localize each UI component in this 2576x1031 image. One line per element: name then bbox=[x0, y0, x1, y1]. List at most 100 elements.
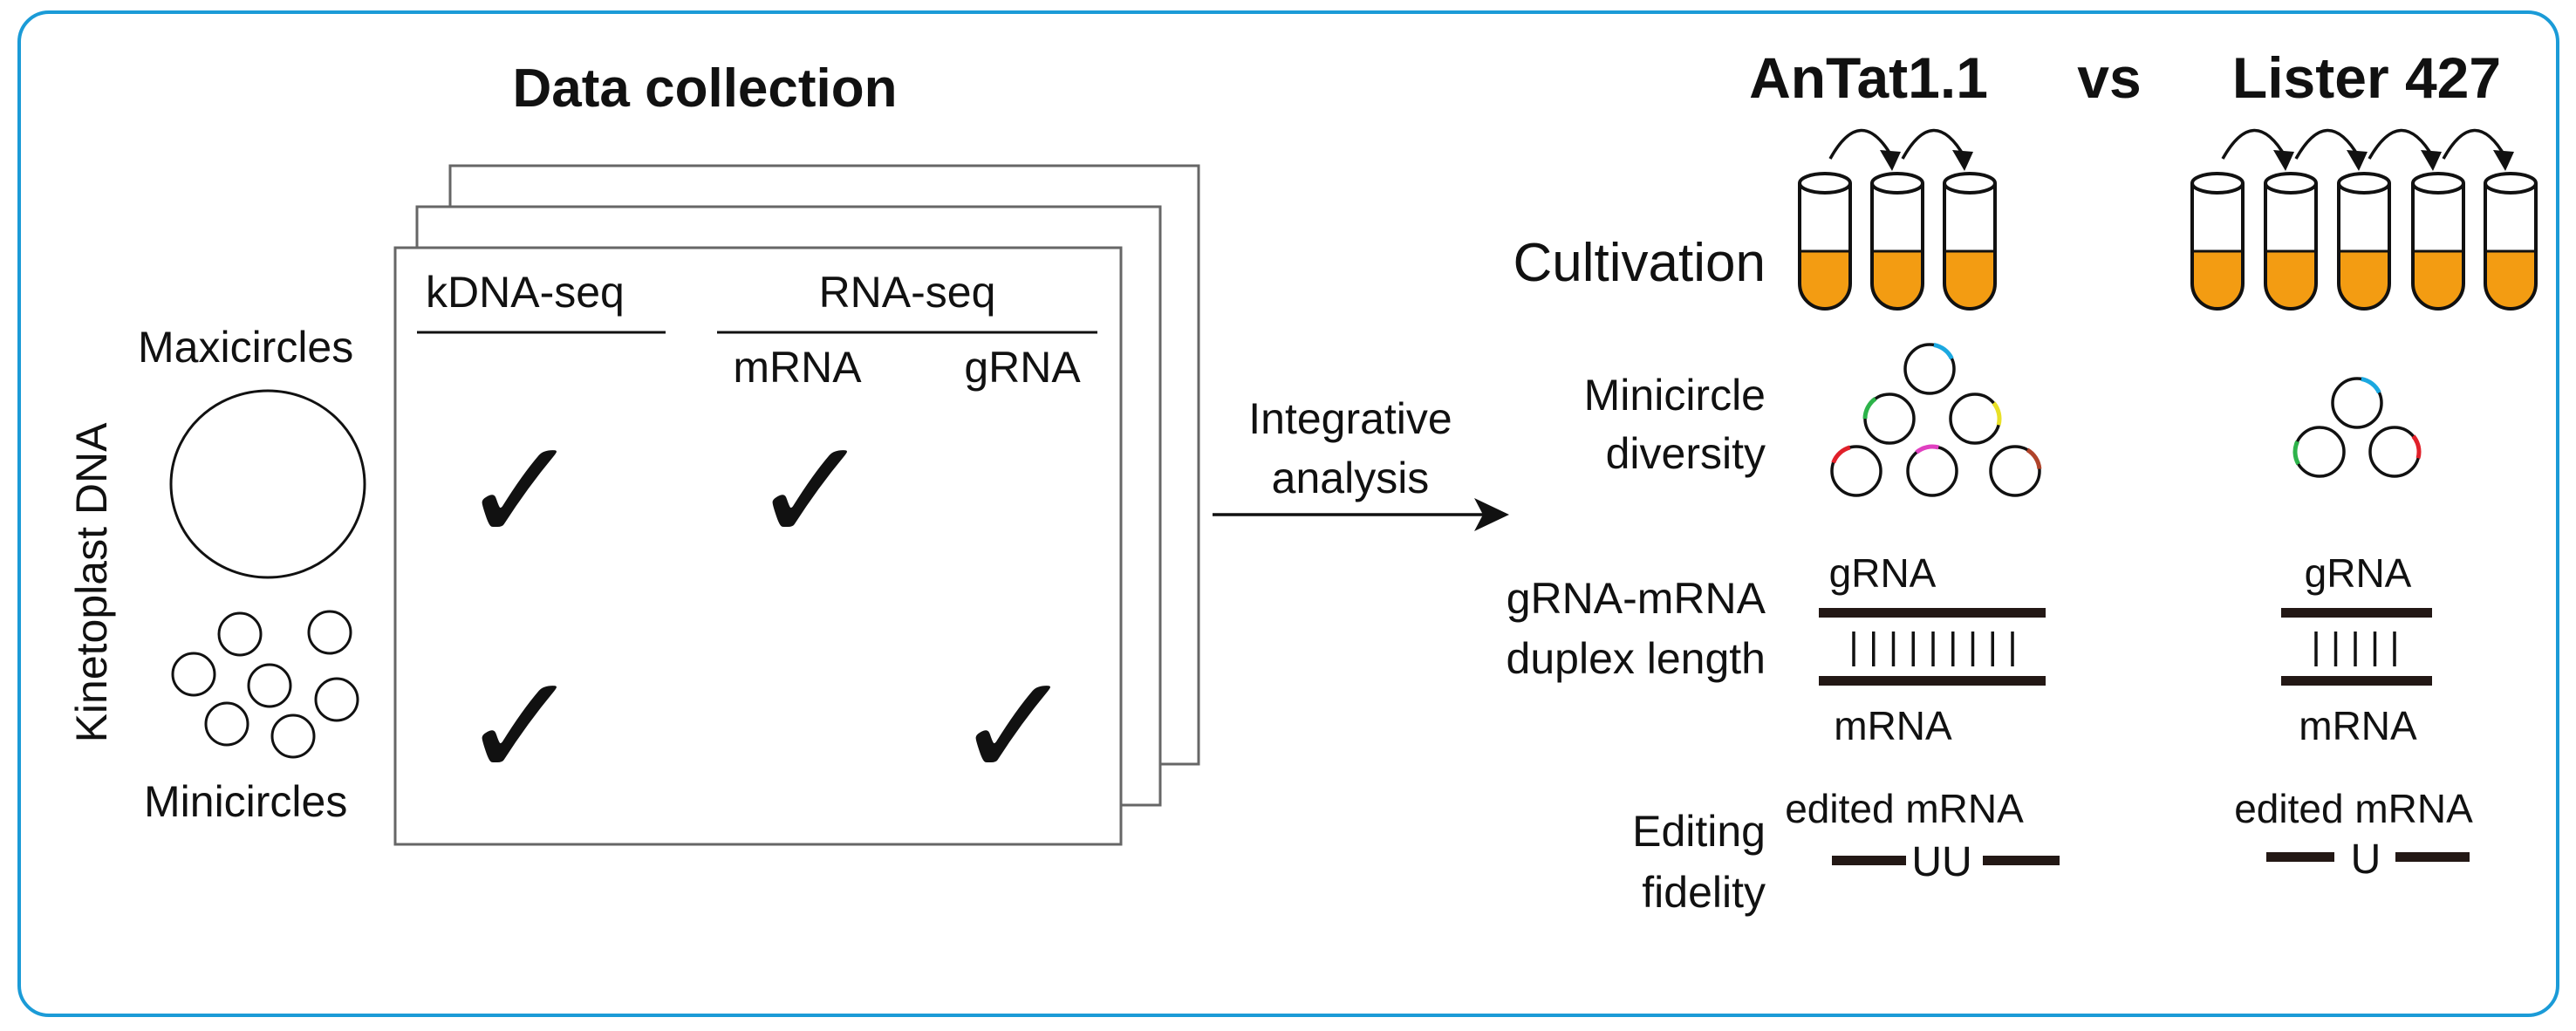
antat-tube-culture bbox=[1800, 251, 1850, 309]
minicircle bbox=[307, 610, 352, 655]
lister-minicircle-marker bbox=[2361, 376, 2381, 394]
antat-tube-wall bbox=[1798, 183, 1852, 311]
kdna-seq-header: kDNA-seq bbox=[426, 268, 625, 317]
antat-minicircle-marker bbox=[1915, 444, 1939, 454]
lister-minicircle bbox=[2292, 426, 2346, 478]
lister-tube-culture bbox=[2413, 251, 2463, 309]
antat-tube-culture bbox=[1944, 251, 1995, 309]
antat-duplex-mrna-label: mRNA bbox=[1834, 703, 1952, 748]
lister-edited-insert: U bbox=[2351, 836, 2381, 883]
lister-tube-wall bbox=[2190, 183, 2245, 311]
sheet-front bbox=[393, 246, 1123, 846]
antat-minicircle-set bbox=[1830, 342, 2042, 497]
antat-minicircle-ring bbox=[1906, 445, 1958, 497]
minicircles-cluster bbox=[171, 610, 359, 759]
strain-antat-title: AnTat1.1 bbox=[1749, 45, 1988, 110]
lister-tube bbox=[2484, 172, 2538, 311]
lister-tube bbox=[2337, 172, 2391, 311]
cultivation-label: Cultivation bbox=[1513, 233, 1766, 293]
antat-tube-wall bbox=[1943, 183, 1997, 311]
lister-duplex-grna-label: gRNA bbox=[2305, 550, 2412, 596]
strain-lister-title: Lister 427 bbox=[2232, 45, 2501, 110]
antat-edited-insert: UU bbox=[1911, 839, 1971, 885]
antat-minicircle-ring bbox=[1903, 343, 1956, 395]
antat-minicircle bbox=[1949, 393, 2002, 445]
antat-duplex-grna-label: gRNA bbox=[1829, 550, 1937, 596]
lister-minicircle bbox=[2368, 426, 2422, 478]
lister-tube-rim bbox=[2264, 172, 2318, 195]
antat-duplex-mrna-strand bbox=[1819, 676, 2046, 686]
lister-minicircle-marker bbox=[2292, 440, 2300, 466]
antat-base-pairs bbox=[1852, 632, 2014, 666]
antat-tube-rim bbox=[1870, 172, 1924, 195]
lister-minicircle-set bbox=[2292, 376, 2422, 478]
antat-edited-strand-left bbox=[1832, 856, 1906, 865]
editing-fidelity-label-2: fidelity bbox=[1642, 868, 1766, 917]
antat-minicircle-marker bbox=[1992, 401, 2002, 426]
antat-minicircle-marker bbox=[1862, 397, 1877, 420]
antat-minicircle-marker bbox=[2026, 447, 2042, 469]
rna-seq-header: RNA-seq bbox=[819, 268, 996, 317]
lister-tube-rim bbox=[2337, 172, 2391, 195]
antat-passage-arrow bbox=[1828, 128, 1894, 160]
grna-header: gRNA bbox=[964, 343, 1081, 392]
lister-tube-wall bbox=[2484, 183, 2538, 311]
outer-border bbox=[17, 10, 2559, 1017]
integrative-arrow-head bbox=[1474, 498, 1509, 531]
lister-minicircle-ring bbox=[2368, 426, 2421, 478]
lister-tube-culture bbox=[2265, 251, 2316, 309]
lister-minicircle bbox=[2331, 376, 2383, 429]
check-grna-minicircles: ✓ bbox=[954, 646, 1075, 807]
minicircle-diversity-label-1: Minicircle bbox=[1584, 371, 1766, 420]
lister-tube-rim bbox=[2411, 172, 2465, 195]
antat-minicircle-ring bbox=[1949, 393, 2001, 445]
integrative-label: Integrative bbox=[1248, 394, 1452, 443]
antat-tube-culture bbox=[1872, 251, 1923, 309]
antat-passage-arrowhead bbox=[1880, 150, 1901, 171]
lister-passage-arrow bbox=[2294, 128, 2361, 160]
lister-culture-tubes bbox=[2190, 128, 2538, 311]
analysis-label: analysis bbox=[1272, 454, 1430, 502]
lister-tube-wall bbox=[2411, 183, 2465, 311]
mrna-header: mRNA bbox=[733, 343, 862, 392]
minicircle bbox=[314, 677, 359, 722]
antat-passage-arrow bbox=[1901, 128, 1966, 160]
lister-minicircle-ring bbox=[2331, 377, 2383, 429]
lister-duplex-mrna-strand bbox=[2281, 676, 2432, 686]
maxicircles-label: Maxicircles bbox=[138, 323, 353, 372]
lister-tube-wall bbox=[2264, 183, 2318, 311]
antat-minicircle bbox=[1862, 393, 1916, 445]
lister-passage-arrow bbox=[2442, 128, 2507, 160]
check-kdna-maxicircles: ✓ bbox=[461, 411, 581, 571]
antat-edited-strand-right bbox=[1983, 856, 2060, 865]
lister-duplex-grna-strand bbox=[2281, 608, 2432, 618]
antat-minicircle-ring bbox=[1830, 445, 1882, 497]
check-kdna-minicircles: ✓ bbox=[461, 646, 581, 807]
minicircle bbox=[204, 701, 249, 747]
lister-tube bbox=[2190, 172, 2245, 311]
lister-tube-rim bbox=[2190, 172, 2245, 195]
antat-tube bbox=[1870, 172, 1924, 311]
lister-edited-strand-right bbox=[2395, 852, 2470, 862]
lister-passage-arrow bbox=[2368, 128, 2435, 160]
lister-tube-culture bbox=[2192, 251, 2243, 309]
minicircle bbox=[270, 714, 316, 759]
antat-culture-tubes bbox=[1798, 128, 1997, 311]
kinetoplast-dna-label: Kinetoplast DNA bbox=[67, 422, 116, 742]
maxicircle-shape bbox=[169, 389, 366, 579]
check-mrna-maxicircles: ✓ bbox=[751, 411, 871, 571]
duplex-length-label-1: gRNA-mRNA bbox=[1507, 574, 1766, 623]
minicircle bbox=[171, 652, 216, 697]
lister-passage-arrowhead bbox=[2347, 150, 2368, 171]
antat-tube-rim bbox=[1798, 172, 1852, 195]
antat-tube bbox=[1943, 172, 1997, 311]
lister-tube-culture bbox=[2339, 251, 2389, 309]
minicircle bbox=[217, 611, 263, 657]
lister-tube-rim bbox=[2484, 172, 2538, 195]
lister-passage-arrow bbox=[2221, 128, 2287, 160]
lister-tube bbox=[2411, 172, 2465, 311]
antat-tube-rim bbox=[1943, 172, 1997, 195]
antat-minicircle bbox=[1903, 342, 1956, 395]
lister-duplex-mrna-label: mRNA bbox=[2299, 703, 2417, 748]
